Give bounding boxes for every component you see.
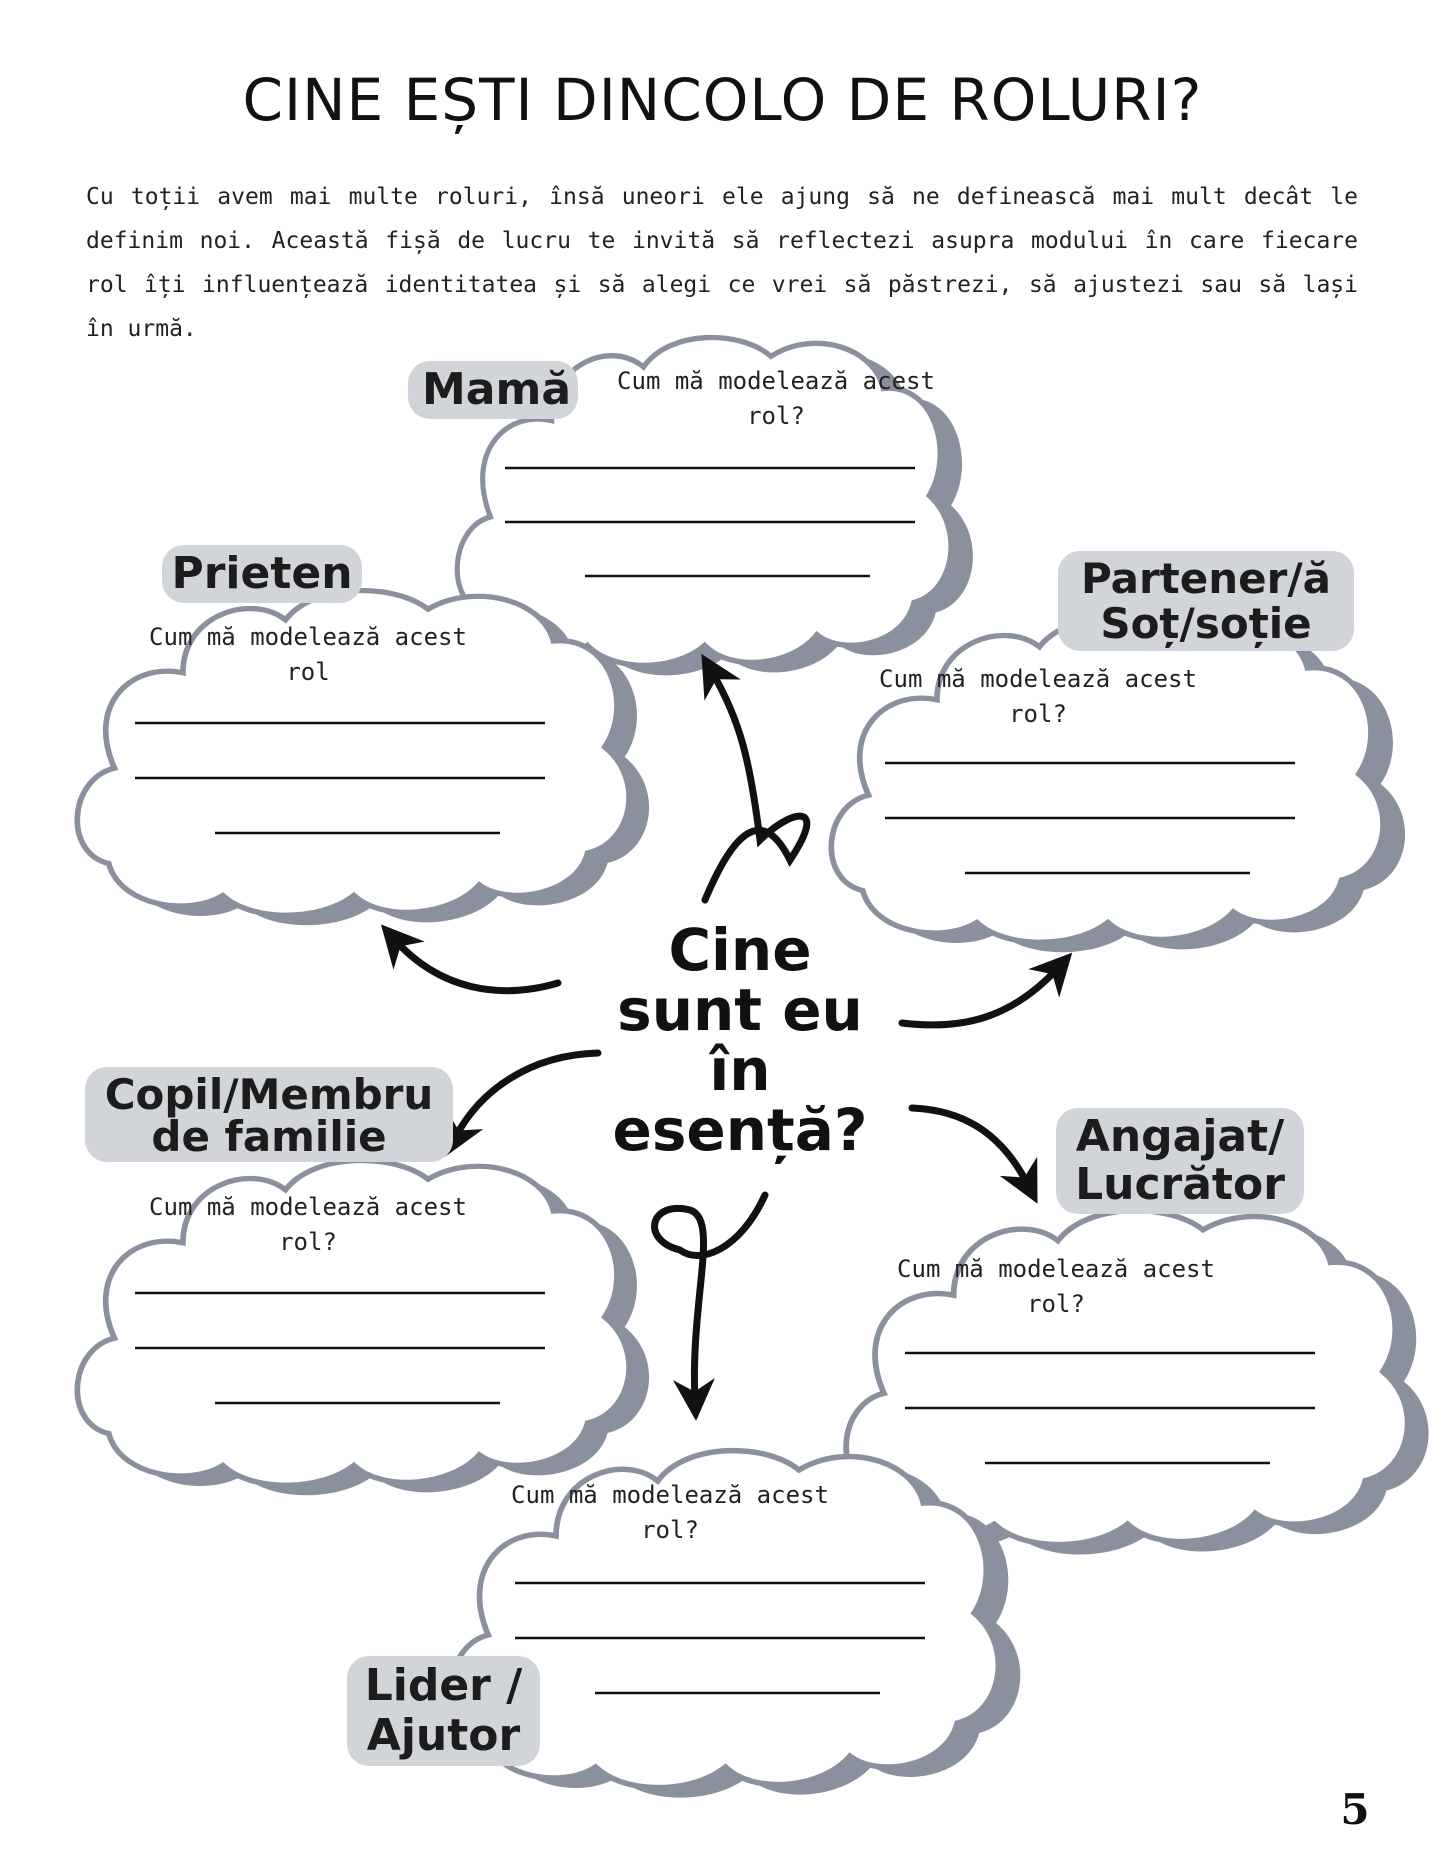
arrow-to-prieten <box>380 924 562 995</box>
role-label-copil: Copil/Membru de familie <box>85 1067 453 1162</box>
center-question: Cine sunt eu în esență? <box>612 916 868 1164</box>
cloud-prieten <box>74 587 650 926</box>
page-title: CINE EȘTI DINCOLO DE ROLURI? <box>242 66 1203 134</box>
cloud-copil <box>74 1157 650 1496</box>
role-label-lider: Lider / Ajutor <box>347 1656 540 1766</box>
question-angajat: Cum mă modelează acest rol? <box>897 1255 1215 1318</box>
cloud-lider <box>448 1447 1021 1798</box>
cloud-partener <box>828 614 1406 953</box>
arrow-to-angajat <box>908 1104 1038 1204</box>
question-mama: Cum mă modelează acest rol? <box>617 367 935 430</box>
role-label-prieten: Prieten <box>162 545 362 603</box>
cloud-angajat <box>843 1207 1429 1555</box>
question-copil: Cum mă modelează acest rol? <box>149 1193 467 1256</box>
role-label-partener: Partener/ă Soț/soție <box>1058 551 1354 651</box>
arrow-to-lider <box>651 1191 769 1421</box>
cloud-mama <box>454 334 973 676</box>
arrows <box>380 653 1073 1421</box>
role-label-angajat: Angajat/ Lucrător <box>1056 1108 1304 1214</box>
arrow-to-partener <box>898 952 1073 1029</box>
page-number: 5 <box>1340 1785 1370 1834</box>
question-prieten: Cum mă modelează acest rol <box>149 623 467 686</box>
arrow-to-copil <box>445 1049 602 1157</box>
arrow-to-mama <box>701 653 811 904</box>
question-lider: Cum mă modelează acest rol? <box>511 1481 829 1544</box>
intro-paragraph: Cu toții avem mai multe roluri, însă une… <box>86 184 1358 342</box>
role-label-mama: Mamă <box>408 361 578 419</box>
question-partener: Cum mă modelează acest rol? <box>879 665 1197 728</box>
